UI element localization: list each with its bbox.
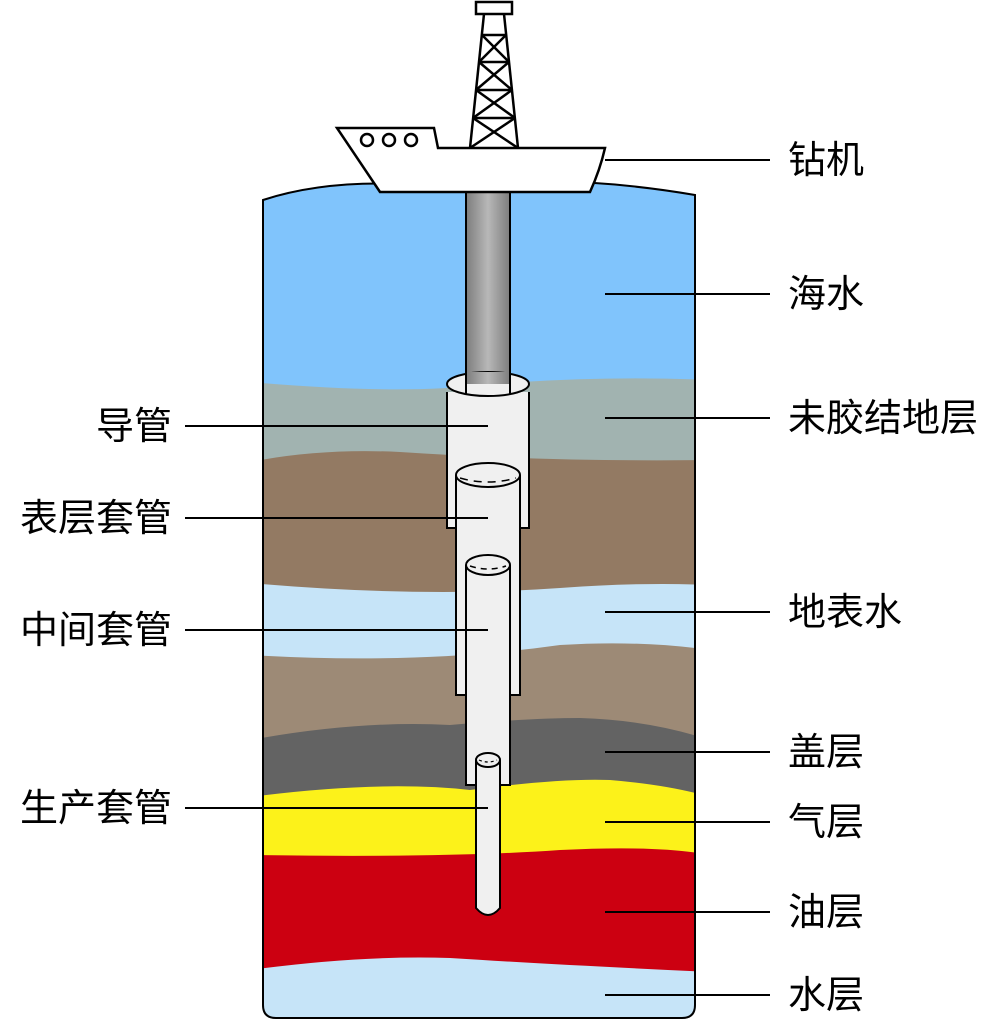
label-unconsolidated: 未胶结地层 — [788, 396, 979, 440]
drill-ship — [334, 126, 607, 194]
label-gas-layer: 气层 — [788, 800, 865, 844]
right-leader-lines — [605, 159, 770, 996]
label-cap-rock: 盖层 — [788, 730, 865, 774]
label-oil-layer: 油层 — [788, 890, 865, 934]
label-surface-casing: 表层套管 — [19, 496, 172, 540]
label-sea-water: 海水 — [788, 272, 865, 316]
label-conductor: 导管 — [95, 404, 172, 448]
label-rig: 钻机 — [788, 138, 865, 182]
label-production-casing: 生产套管 — [19, 786, 172, 830]
drill-pipe — [465, 191, 511, 405]
label-intermediate-casing: 中间套管 — [19, 608, 172, 652]
label-surface-water: 地表水 — [788, 590, 903, 634]
intermediate-casing — [465, 554, 511, 786]
left-leader-lines — [185, 425, 488, 809]
porthole-icon — [359, 132, 375, 148]
production-casing — [475, 752, 501, 916]
derrick — [468, 0, 520, 150]
label-water-layer: 水层 — [788, 973, 865, 1017]
porthole-icon — [381, 132, 397, 148]
strata — [263, 181, 695, 1018]
porthole-icon — [403, 132, 419, 148]
water-layer — [263, 957, 695, 1018]
cylinder-outline — [262, 180, 696, 1019]
